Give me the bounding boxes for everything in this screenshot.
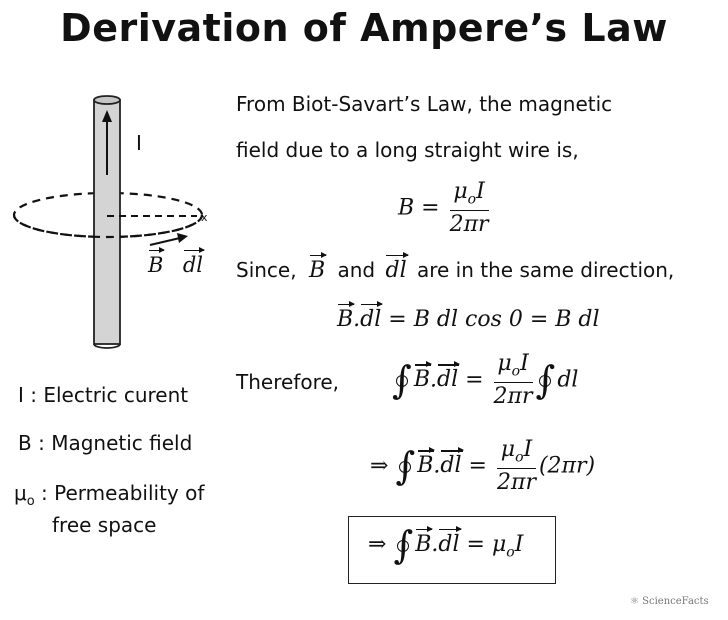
- contour-integral-icon: ∫: [393, 523, 414, 567]
- wire-bottom: [93, 343, 121, 349]
- legend-current-text: Electric curent: [43, 383, 189, 407]
- eq1-I: I: [476, 179, 485, 204]
- eq4-dot: .: [433, 453, 441, 479]
- and-label: and: [337, 258, 376, 282]
- current-label: I: [136, 131, 142, 155]
- point-label: x: [201, 211, 208, 224]
- eq3-dl: dl: [436, 361, 461, 393]
- equation-line-integral: ∫B.dl = μoI 2πr ∫dl: [392, 351, 579, 409]
- eq5-dl: dl: [438, 526, 462, 557]
- legend-field: B : Magnetic field: [18, 431, 193, 455]
- eq1-mu-sub: o: [467, 191, 477, 208]
- eq3-denominator: 2πr: [493, 383, 533, 409]
- legend-current-symbol: I: [18, 383, 24, 407]
- eq3-I: I: [520, 351, 529, 376]
- legend-permeability-line2: free space: [52, 513, 157, 537]
- equation-biot-savart: B = μoI 2πr: [398, 179, 492, 237]
- equation-dot-product: B.dl = B dl cos 0 = B dl: [337, 301, 600, 332]
- eq3-equals: =: [465, 367, 484, 393]
- legend-permeability: μo : Permeability of: [14, 481, 205, 509]
- eq4-tail: (2πr): [538, 453, 596, 479]
- contour-integral-icon: ∫: [395, 444, 416, 489]
- eq2-dl: dl: [360, 301, 384, 332]
- legend-current: I : Electric curent: [18, 383, 189, 407]
- field-loop-front: [12, 214, 204, 239]
- since-line: Since, B and dl are in the same directio…: [236, 252, 675, 283]
- eq4-dl: dl: [440, 447, 464, 479]
- eq4-mu: μ: [500, 437, 516, 462]
- eq4-B: B: [417, 447, 436, 479]
- result-box: [348, 516, 556, 584]
- equation-substitution: ⇒ ∫B.dl = μoI 2πr (2πr): [370, 437, 596, 495]
- eq4-implies: ⇒: [370, 453, 389, 479]
- eq1-fraction: μoI 2πr: [449, 179, 489, 237]
- eq3-tail: dl: [557, 367, 579, 393]
- equation-amperes-law: ⇒ ∫B.dl = μoI: [368, 526, 523, 564]
- legend-mu-symbol: μ: [14, 481, 27, 505]
- eq5-equals-mu: = μ: [466, 532, 507, 557]
- legend-mu-subscript: o: [26, 494, 35, 509]
- legend-mu-text-1: Permeability of: [54, 481, 205, 505]
- since-vector-B: B: [308, 252, 328, 283]
- eq4-I: I: [523, 437, 533, 462]
- contour-integral-icon: ∫: [535, 358, 556, 403]
- eq2-B: B: [337, 301, 356, 332]
- current-arrow-head: [102, 110, 112, 122]
- eq3-mu: μ: [497, 351, 512, 376]
- since-label: Since,: [236, 258, 297, 282]
- eq1-denominator: 2πr: [449, 211, 489, 237]
- legend-field-text: Magnetic field: [51, 431, 193, 455]
- eq1-lhs: B =: [398, 195, 440, 221]
- eq4-denominator: 2πr: [496, 469, 536, 495]
- therefore-label: Therefore,: [236, 370, 340, 394]
- atom-icon: ⚛: [630, 596, 639, 607]
- eq3-B: B: [413, 361, 433, 393]
- eq3-fraction: μoI 2πr: [493, 351, 533, 409]
- eq3-dot: .: [429, 367, 437, 393]
- page-title: Derivation of Ampere’s Law: [60, 6, 668, 50]
- eq2-dot: .: [353, 307, 361, 332]
- contour-integral-icon: ∫: [392, 358, 412, 403]
- wire-diagram: I x: [12, 95, 208, 349]
- eq2-rhs: = B dl cos 0 = B dl: [388, 307, 600, 332]
- eq4-equals: =: [468, 453, 487, 479]
- diagram-vector-B: B: [148, 247, 166, 277]
- diagram-vector-dl: dl: [182, 247, 206, 277]
- intro-line-2: field due to a long straight wire is,: [236, 138, 579, 162]
- dl-arrow-head: [177, 233, 188, 243]
- legend-field-symbol: B: [18, 431, 32, 455]
- intro-line-1: From Biot-Savart’s Law, the magnetic: [236, 92, 613, 116]
- logo-text: ScienceFacts: [642, 596, 709, 607]
- eq3-mu-sub: o: [511, 363, 521, 380]
- eq1-mu: μ: [453, 179, 468, 204]
- eq5-I: I: [514, 532, 524, 557]
- sciencefacts-logo: ⚛ ScienceFacts: [630, 596, 709, 607]
- dl-arrow: [149, 237, 181, 246]
- eq4-fraction: μoI 2πr: [496, 437, 536, 495]
- eq5-implies: ⇒: [368, 532, 387, 557]
- wire-top: [93, 95, 121, 105]
- eq4-mu-sub: o: [515, 449, 524, 466]
- eq5-mu-sub: o: [506, 544, 515, 561]
- diagram-vector-label: B dl: [148, 247, 206, 277]
- eq5-dot: .: [431, 532, 439, 557]
- eq5-B: B: [415, 526, 434, 557]
- same-direction-text: are in the same direction,: [416, 258, 675, 282]
- since-vector-dl: dl: [385, 252, 409, 283]
